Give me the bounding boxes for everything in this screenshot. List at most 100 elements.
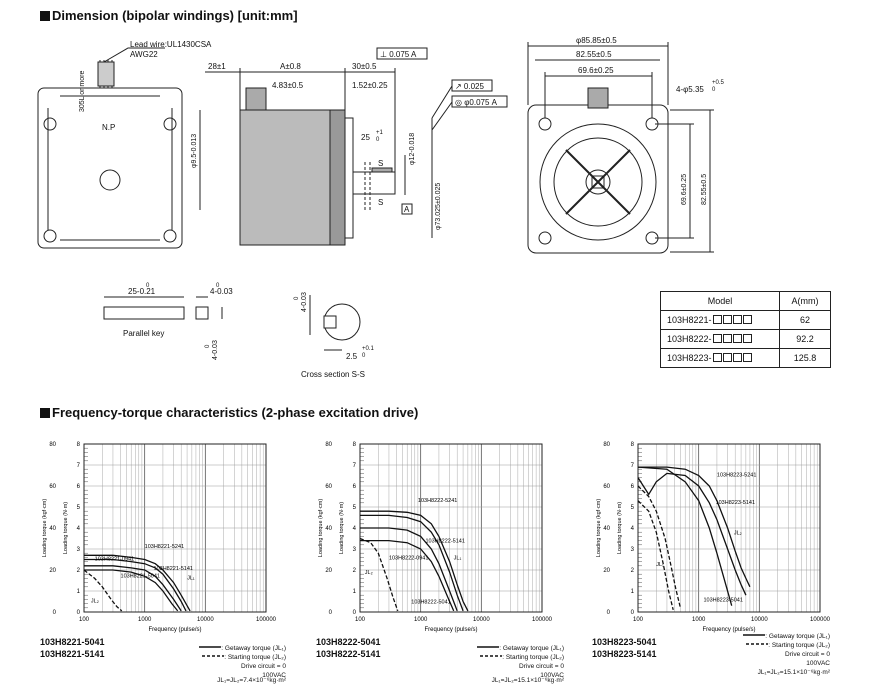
v8255-label: 82.55±0.5 [701, 174, 708, 205]
holes-label: 4-φ5.35 [676, 85, 704, 94]
y-right-tick-label: 8 [77, 442, 81, 448]
rear-inner-ring [553, 137, 643, 227]
y-right-tick-label: 2 [353, 568, 357, 574]
curve-annotation: 103H8223-5241 [717, 473, 756, 479]
legend-voltage: 100VAC [806, 660, 830, 667]
blank-box-icon [722, 334, 732, 343]
legend-block-8222: : Getaway torque (JL₁) : Starting torque… [440, 644, 564, 680]
y-left-tick-label: 20 [325, 568, 332, 574]
curve-annotation: 103H8222-5041 [411, 600, 450, 606]
front-hole-tr [163, 117, 177, 131]
y-right-tick-label: 3 [77, 547, 81, 553]
y-right-tick-label: 6 [77, 484, 81, 490]
legend-starting: : Starting torque (JL₂) [440, 653, 564, 662]
model-cell: 103H8223- [660, 348, 780, 368]
blank-box-icon [742, 334, 752, 343]
x-tick-label: 10000 [473, 617, 490, 623]
cs-depth-label: 2.5 [346, 352, 358, 361]
x-tick-label: 10000 [197, 617, 214, 623]
y-right-tick-label: 0 [631, 610, 635, 616]
x-tick-label: 10000 [751, 617, 768, 623]
blank-box-icon [722, 353, 732, 362]
blank-box-icon [732, 334, 742, 343]
cs-label: Cross section S-S [301, 370, 365, 379]
lead-callout [103, 47, 165, 63]
y-left-tick-label: 40 [49, 526, 56, 532]
y-axis-label-left: Loading torque (kgf·cm) [318, 499, 324, 558]
y-right-tick-label: 7 [631, 463, 635, 469]
y-axis-label-left: Loading torque (kgf·cm) [42, 499, 48, 558]
model-cell: 103H8221- [660, 310, 780, 330]
y-left-tick-label: 80 [603, 442, 610, 448]
y-right-tick-label: 5 [77, 505, 81, 511]
legend-voltage: 100VAC [540, 672, 564, 679]
a-header: A(mm) [779, 291, 831, 311]
y-left-tick-label: 60 [49, 484, 56, 490]
a-cell: 125.8 [779, 348, 831, 368]
y-right-tick-label: 1 [631, 589, 635, 595]
key-long [103, 306, 185, 320]
x-tick-label: 1000 [414, 617, 428, 623]
y-right-tick-label: 0 [77, 610, 81, 616]
curve-annotation: 103H8223-5141 [716, 500, 755, 506]
tol-leaders [431, 85, 453, 131]
cs-dims [309, 295, 342, 351]
table-row: 103H8221- 62 [660, 310, 831, 330]
model-cell: 103H8222- [660, 329, 780, 349]
rear-outer-ring [539, 123, 657, 241]
cs-top-label: 4-0.03 [301, 292, 308, 312]
curve-annotation: 103H8221-0941 [95, 557, 134, 563]
getaway-torque-line [84, 565, 182, 612]
runout-label: ↗ 0.025 [455, 82, 484, 91]
dim-152-label: 1.52±0.25 [352, 81, 388, 90]
getaway-torque-line [84, 554, 191, 612]
d8585-label: φ85.85±0.5 [576, 36, 617, 45]
blank-box-icon [742, 315, 752, 324]
key-side-label: 4-0.03 [212, 340, 219, 360]
y-right-tick-label: 4 [631, 526, 635, 532]
dimension-title: Dimension (bipolar windings) [unit:mm] [40, 8, 298, 23]
key-label: Parallel key [123, 329, 164, 338]
plot-models-8222: 103H8222-5041 103H8222-5141 [316, 637, 381, 659]
dim-a-label: A±0.8 [280, 62, 301, 71]
key-end [195, 306, 209, 320]
x-tick-label: 100 [79, 617, 90, 623]
blank-box-icon [732, 315, 742, 324]
key-w-label: 25-0.21 [128, 287, 156, 296]
curve-annotation: 103H8222-0941 [389, 556, 428, 562]
getaway-torque-line [637, 466, 733, 606]
front-hole-bl [43, 229, 57, 243]
curve-annotation: 103H8221-5141 [154, 566, 193, 572]
dashed-line-icon [480, 655, 503, 657]
curve-annotation: JL₁ [187, 575, 195, 581]
front-flange-chamfer [47, 95, 173, 241]
legend-getaway: : Getaway torque (JL₁) [440, 644, 564, 653]
y-right-tick-label: 3 [353, 547, 357, 553]
legend-block-8221: : Getaway torque (JL₁) : Starting torque… [168, 644, 286, 680]
model-header: Model [660, 291, 780, 311]
y-right-tick-label: 4 [353, 526, 357, 532]
cs-keyway [323, 315, 337, 329]
y-right-tick-label: 5 [353, 505, 357, 511]
x-tick-label: 1000 [692, 617, 706, 623]
motor-end [329, 109, 346, 246]
jl-note-8223: JL₁=JL₂=15.1×10⁻⁶kg·m² [757, 669, 830, 676]
starting-torque-line [83, 569, 123, 612]
getaway-torque-line [360, 539, 455, 612]
rear-hub [585, 169, 611, 195]
solid-line-icon [199, 646, 222, 648]
dim-ext [239, 68, 396, 172]
perp-box [376, 47, 428, 60]
square-bullet-icon [40, 408, 50, 418]
y-right-tick-label: 2 [77, 568, 81, 574]
conc-box [451, 95, 508, 108]
solid-line-icon [743, 634, 766, 636]
legend-drive: Drive circuit = 0 [241, 663, 286, 670]
curve-annotation: JL₂ [365, 570, 373, 576]
y-right-tick-label: 5 [631, 505, 635, 511]
x-tick-label: 100 [633, 617, 644, 623]
cs-top-tol: 0 [294, 296, 300, 300]
